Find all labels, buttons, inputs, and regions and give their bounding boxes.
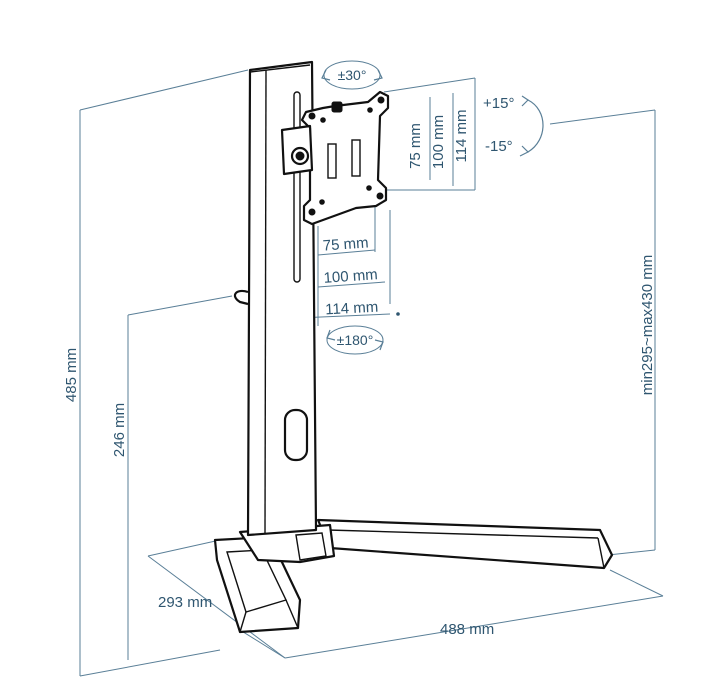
- swivel-indicator: ±30°: [321, 60, 383, 90]
- marker-dot: [396, 312, 400, 316]
- dimension-base-width: [239, 569, 664, 659]
- vesa-plate: [300, 90, 390, 226]
- base-right-leg: [316, 518, 614, 570]
- vesa-v100-label: 100 mm: [430, 115, 447, 169]
- dimension-arm-height: [127, 295, 233, 660]
- dimension-adjustable-height: [549, 109, 656, 556]
- tilt-up-label: +15°: [483, 95, 514, 112]
- vesa-v75-label: 75 mm: [407, 123, 424, 169]
- dimension-vesa-vertical: [375, 77, 476, 191]
- tilt-bracket: [280, 124, 314, 176]
- adjustable-height-label: min295~max430 mm: [639, 255, 656, 395]
- base-width-label: 488 mm: [440, 621, 494, 638]
- vesa-h114-label: 114 mm: [325, 299, 379, 319]
- rotation-label: ±180°: [337, 332, 374, 348]
- vesa-v114-label: 114 mm: [453, 109, 470, 162]
- base-depth-label: 293 mm: [158, 594, 212, 611]
- rotation-indicator: ±180°: [326, 325, 384, 355]
- arm-height-label: 246 mm: [111, 403, 128, 457]
- dimension-base-depth: [147, 539, 286, 659]
- vesa-h75-label: 75 mm: [322, 234, 369, 254]
- tilt-indicator: +15° -15°: [483, 95, 544, 157]
- pole: [233, 60, 318, 537]
- total-height-label: 485 mm: [63, 348, 80, 402]
- swivel-label: ±30°: [338, 67, 367, 83]
- tilt-down-label: -15°: [485, 138, 513, 155]
- dimension-total-height: [79, 69, 249, 677]
- vesa-h100-label: 100 mm: [323, 266, 378, 287]
